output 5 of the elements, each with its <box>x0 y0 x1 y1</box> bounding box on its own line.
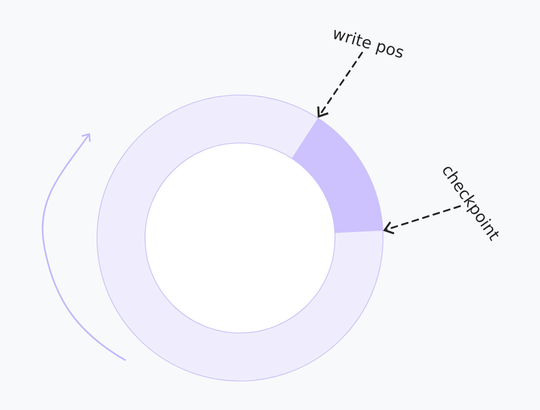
pointer-label: write pos <box>334 30 404 58</box>
dashed-arrow <box>383 205 461 234</box>
ring <box>96 94 384 382</box>
dashed-arrow <box>317 52 364 118</box>
highlighted-segment <box>292 118 383 234</box>
